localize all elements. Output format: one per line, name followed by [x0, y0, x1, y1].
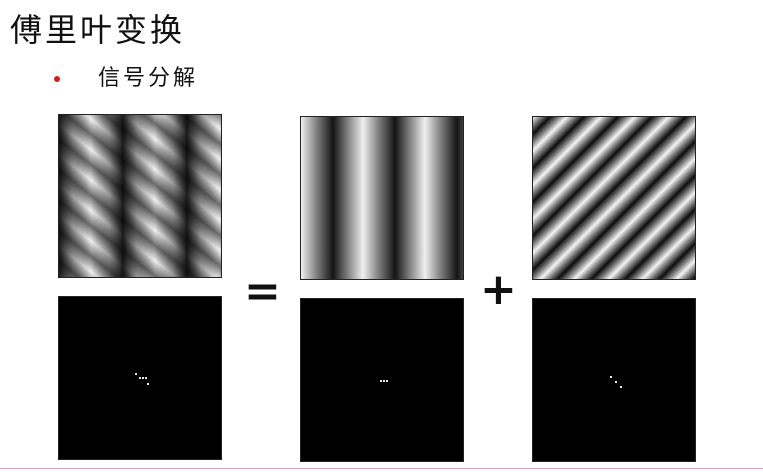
equals-sign: =	[244, 266, 281, 317]
frequency-peak	[147, 383, 149, 385]
frequency-peak	[620, 386, 622, 388]
bullet-text: 信号分解	[98, 66, 199, 91]
frequency-peak	[139, 377, 141, 379]
plus-sign: +	[480, 264, 517, 315]
frequency-peak	[383, 380, 385, 382]
frequency-peak	[135, 373, 137, 375]
diagonal-grating-image	[532, 116, 696, 280]
vertical-grating-spectrum	[300, 298, 464, 462]
bullet-point-marker	[54, 76, 60, 82]
slide-title: 傅里叶变换	[10, 11, 186, 49]
combined-signal-spectrum	[58, 296, 222, 460]
slide-bottom-rule	[0, 468, 763, 469]
frequency-peak	[386, 380, 388, 382]
combined-signal-image	[58, 114, 222, 278]
frequency-peak	[610, 376, 612, 378]
diagonal-grating-spectrum	[532, 298, 696, 462]
vertical-grating-image	[300, 116, 464, 280]
frequency-peak	[145, 377, 147, 379]
frequency-peak	[615, 381, 617, 383]
frequency-peak	[380, 380, 382, 382]
frequency-peak	[142, 377, 144, 379]
